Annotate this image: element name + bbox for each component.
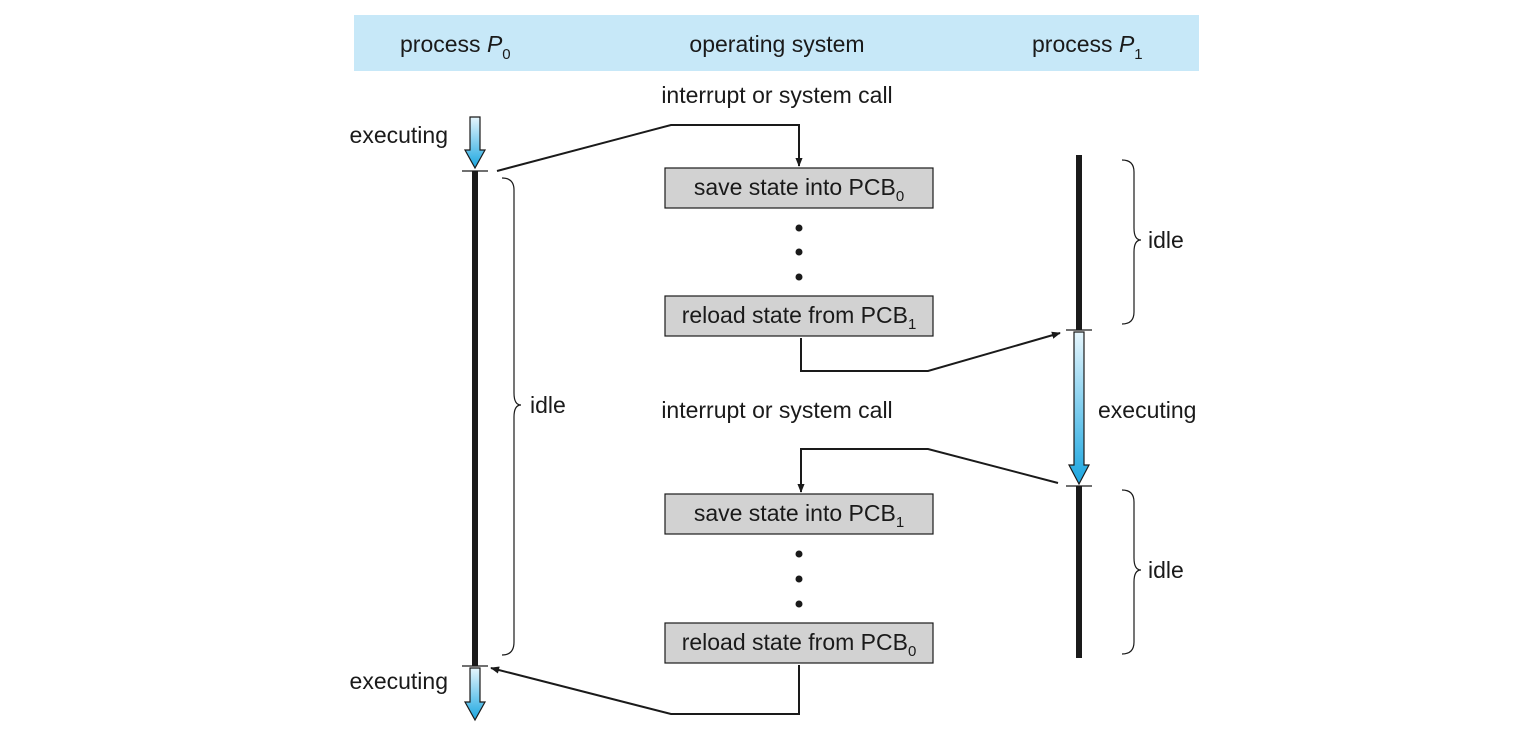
os-step-save-pcb1: save state into PCB1 (664, 493, 934, 535)
header-process-p0-sub: 0 (502, 46, 510, 63)
os-step-text: save state into PCB (694, 500, 896, 526)
arrow-os-to-p0 (490, 665, 800, 715)
p1-idle-label-top: idle (1148, 227, 1184, 253)
ellipsis-dot (795, 575, 803, 583)
interrupt-label-middle: interrupt or system call (661, 397, 892, 423)
header-process-p0-text: process (400, 31, 487, 57)
os-step-text: reload state from PCB (682, 629, 908, 655)
p0-executing-label-top: executing (350, 122, 448, 148)
p1-idle-brace-top (1121, 159, 1142, 325)
os-step-label: save state into PCB1 (694, 500, 904, 531)
header-operating-system: operating system (689, 31, 864, 57)
header-process-p1: process P1 (1032, 31, 1143, 63)
os-step-text: reload state from PCB (682, 302, 908, 328)
p1-idle-bar-bottom (1076, 486, 1082, 658)
header-band (354, 15, 1199, 71)
header-process-p1-sub: 1 (1134, 46, 1142, 63)
interrupt-label-top: interrupt or system call (661, 82, 892, 108)
ellipsis-dots-top (795, 224, 803, 281)
p1-idle-label-bottom: idle (1148, 557, 1184, 583)
p1-executing-label: executing (1098, 397, 1196, 423)
arrow-os-to-p1 (800, 331, 1061, 372)
os-step-box (664, 622, 934, 664)
arrow-p1-to-os (797, 448, 1059, 493)
p0-executing-arrow-top (463, 116, 487, 170)
os-step-box (664, 295, 934, 337)
os-step-label: reload state from PCB0 (682, 629, 917, 660)
ellipsis-dot (795, 600, 803, 608)
p0-executing-arrow-bottom (463, 667, 487, 722)
os-step-sub: 0 (896, 188, 904, 205)
header-process-p1-italic: P (1119, 31, 1135, 57)
p0-idle-bar (472, 171, 478, 666)
ellipsis-dot (795, 550, 803, 558)
os-step-box (664, 167, 934, 209)
os-step-reload-pcb0: reload state from PCB0 (664, 622, 934, 664)
header-process-p1-text: process (1032, 31, 1119, 57)
arrow-p0-to-os (496, 124, 803, 172)
p0-idle-label: idle (530, 392, 566, 418)
os-step-text: save state into PCB (694, 174, 896, 200)
os-step-sub: 1 (908, 316, 916, 333)
p1-idle-bar-top (1076, 155, 1082, 330)
p1-executing-arrow (1068, 331, 1090, 486)
os-step-sub: 0 (908, 643, 916, 660)
ellipsis-dot (795, 224, 803, 232)
header-process-p0-italic: P (487, 31, 503, 57)
p0-executing-label-bottom: executing (350, 668, 448, 694)
os-step-sub: 1 (896, 514, 904, 531)
ellipsis-dot (795, 248, 803, 256)
ellipsis-dot (795, 273, 803, 281)
header-process-p0: process P0 (400, 31, 511, 63)
os-step-save-pcb0: save state into PCB0 (664, 167, 934, 209)
p0-timeline (462, 116, 488, 722)
p1-idle-brace-bottom (1121, 489, 1142, 655)
os-step-box (664, 493, 934, 535)
p1-timeline (1066, 155, 1092, 658)
os-step-reload-pcb1: reload state from PCB1 (664, 295, 934, 337)
ellipsis-dots-bottom (795, 550, 803, 608)
p0-idle-brace (501, 177, 522, 656)
os-step-label: save state into PCB0 (694, 174, 904, 205)
os-step-label: reload state from PCB1 (682, 302, 917, 333)
